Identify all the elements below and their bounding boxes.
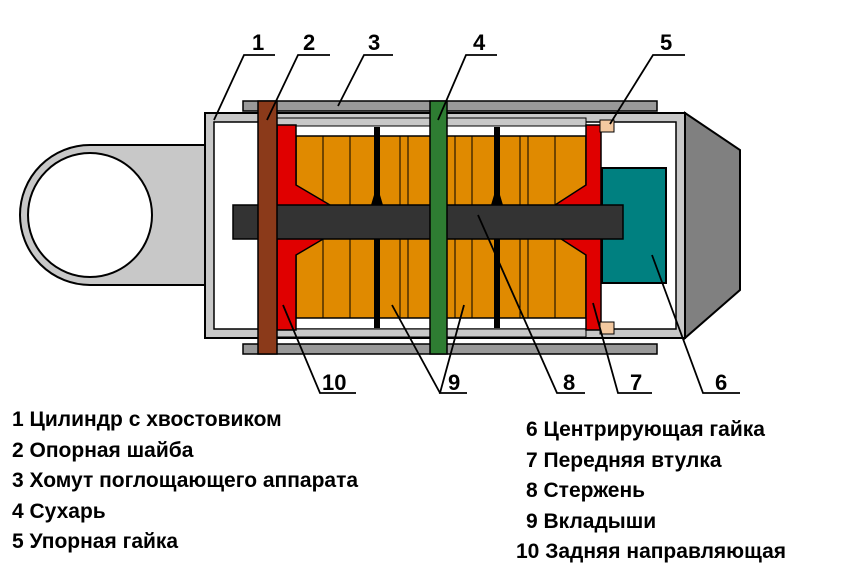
absorbing-device-diagram: 1 2 3 4 5 10 9 8 7 6	[19, 30, 741, 395]
callout-8: 8	[563, 370, 575, 395]
callout-7: 7	[630, 370, 642, 395]
pad	[429, 100, 448, 355]
legend-item-2: 2 Опорная шайба	[12, 438, 194, 462]
callout-4: 4	[473, 30, 486, 55]
legend-item-1: 1 Цилиндр с хвостовиком	[12, 408, 282, 431]
legend-item-3: 3 Хомут поглощающего аппарата	[12, 469, 359, 492]
rod	[232, 204, 624, 240]
legend-item-10: 10 Задняя направляющая	[516, 540, 787, 563]
legend-item-4: 4 Сухарь	[12, 499, 106, 523]
callout-9: 9	[448, 370, 460, 395]
callout-10: 10	[322, 370, 346, 395]
callout-1: 1	[252, 30, 264, 55]
cylinder-head	[684, 111, 741, 341]
legend-left: 1 Цилиндр с хвостовиком 2 Опорная шайба …	[12, 405, 358, 558]
callout-3: 3	[368, 30, 380, 55]
cylinder-tail-eye	[19, 144, 206, 286]
callout-5: 5	[660, 30, 672, 55]
leader-lines	[213, 54, 740, 394]
legend-item-5: 5 Упорная гайка	[12, 530, 179, 553]
support-washer	[257, 100, 278, 355]
legend-item-9: 9 Вкладыши	[526, 509, 657, 533]
legend-item-7: 7 Передняя втулка	[526, 448, 722, 472]
callout-6: 6	[715, 370, 727, 395]
legend-right: 6 Центрирующая гайка 7 Передняя втулка 8…	[516, 415, 786, 568]
legend-item-8: 8 Стержень	[526, 479, 646, 502]
callout-2: 2	[303, 30, 315, 55]
callout-numbers: 1 2 3 4 5 10 9 8 7 6	[252, 30, 727, 395]
legend-item-6: 6 Центрирующая гайка	[526, 418, 765, 441]
